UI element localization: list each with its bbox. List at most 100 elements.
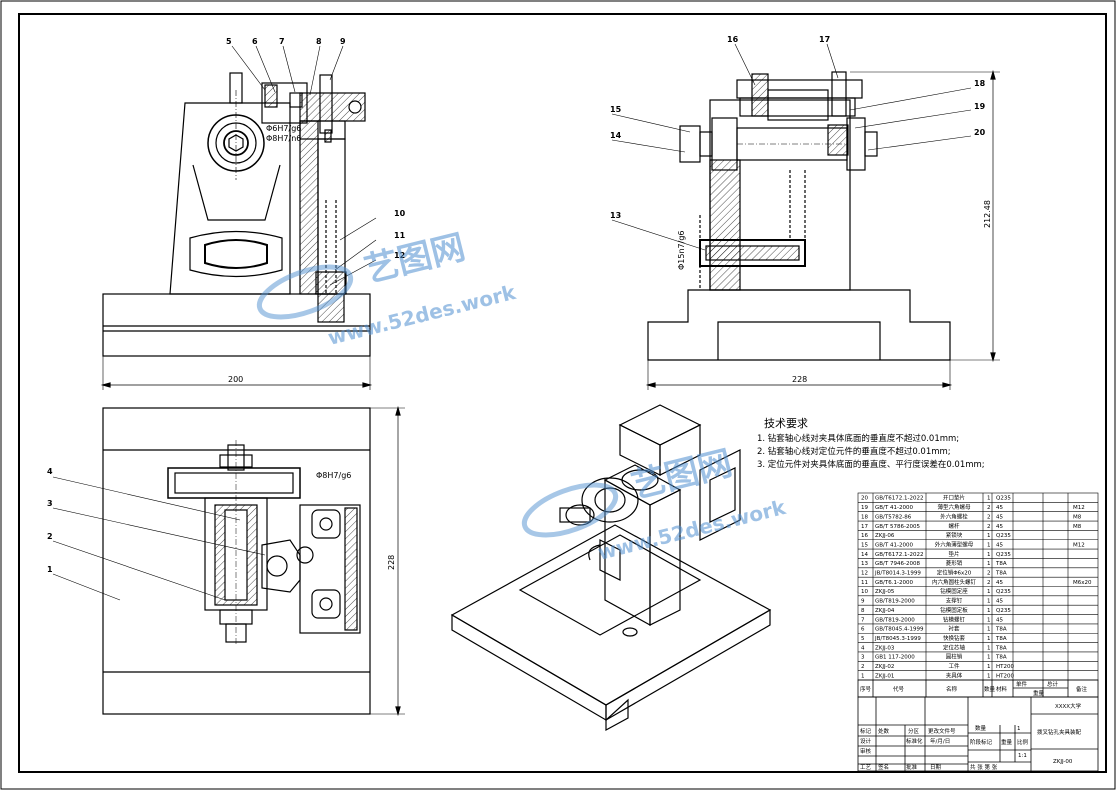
- bom-header-no: 序号: [860, 685, 872, 693]
- bom-cell-code: ZKJJ-06: [875, 533, 895, 539]
- fit-label-front: Φ6H7/g6: [266, 124, 301, 133]
- tech-req-item-1: 1. 钻套轴心线对夹具体底面的垂直度不超过0.01mm;: [757, 433, 959, 444]
- bom-cell-qty: 1: [987, 664, 991, 670]
- tb-mark-label: 阶段标记: [970, 738, 993, 746]
- bom-cell-material: Q235: [996, 496, 1011, 502]
- part-label-9: 9: [340, 37, 346, 46]
- part-label-1: 1: [47, 565, 53, 574]
- tb-ymd: 年/月/日: [930, 737, 950, 745]
- part-label-20: 20: [974, 128, 986, 137]
- tb-weight-label: 重量: [1001, 738, 1013, 746]
- bom-cell-qty: 1: [987, 645, 991, 651]
- tb-sheet: 共 张 第 张: [970, 763, 998, 771]
- bom-cell-material: T8A: [995, 571, 1007, 577]
- bom-cell-material: T8A: [995, 655, 1007, 661]
- part-label-15: 15: [610, 105, 622, 114]
- bom-cell-name: 外六角螺栓: [940, 512, 968, 520]
- bom-cell-name: 垫片: [948, 550, 959, 558]
- watermark-2: 艺图网 www.52des.work: [521, 443, 789, 565]
- bom-cell-qty: 1: [987, 589, 991, 595]
- part-label-10: 10: [394, 209, 406, 218]
- bom-cell-no: 19: [861, 505, 868, 511]
- bom-cell-material: 45: [996, 617, 1003, 623]
- bom-cell-name: 紧锁块: [946, 531, 963, 539]
- bom-cell-code: ZKJJ-04: [875, 608, 895, 614]
- bom-cell-qty: 1: [987, 655, 991, 661]
- bom-cell-material: Q235: [996, 608, 1011, 614]
- svg-text:艺图网: 艺图网: [361, 227, 470, 290]
- bom-cell-code: GB/T6.1-2000: [875, 580, 913, 586]
- bom-cell-material: 45: [996, 542, 1003, 548]
- bom-cell-qty: 1: [987, 599, 991, 605]
- bom-cell-code: GB/T 5786-2005: [875, 524, 920, 530]
- bom-cell-qty: 2: [987, 580, 991, 586]
- bom-header-note: 备注: [1076, 685, 1088, 693]
- dim-side-width: 228: [792, 375, 807, 384]
- part-label-6: 6: [252, 37, 258, 46]
- bom-cell-code: ZKJJ-05: [875, 589, 895, 595]
- bom-cell-no: 7: [861, 617, 865, 623]
- tb-qty-label: 数量: [975, 724, 987, 732]
- bom-cell-qty: 1: [987, 496, 991, 502]
- bom-cell-material: 45: [996, 599, 1003, 605]
- bom-header-mat: 材料: [996, 685, 1008, 693]
- bom-cell-name: 螺杆: [948, 522, 960, 530]
- part-label-7: 7: [279, 37, 285, 46]
- bom-cell-code: GB/T819-2000: [875, 599, 915, 605]
- tb-process: 工艺: [860, 764, 872, 771]
- bom-cell-no: 11: [861, 580, 868, 586]
- bom-cell-code: GB/T6172.1-2022: [875, 496, 923, 502]
- bom-cell-material: Q235: [996, 533, 1011, 539]
- bom-header-weight: 重量: [1033, 689, 1045, 697]
- tb-sign: 签名: [878, 763, 889, 771]
- bom-cell-material: Q235: [996, 589, 1011, 595]
- part-label-17: 17: [819, 35, 830, 44]
- tb-designer: 设计: [860, 737, 872, 745]
- front-view: [100, 72, 373, 390]
- tb-date: 日期: [930, 764, 942, 771]
- bom-cell-note: M6x20: [1073, 580, 1092, 586]
- bom-cell-no: 10: [861, 589, 868, 595]
- bom-cell-qty: 1: [987, 561, 991, 567]
- part-label-3: 3: [47, 499, 53, 508]
- tb-drawing-no: ZKJJ-00: [1053, 759, 1073, 765]
- bom-cell-code: ZKJJ-01: [875, 673, 894, 679]
- part-label-2: 2: [47, 532, 53, 541]
- bom-header-code: 代号: [893, 685, 905, 693]
- bom-cell-no: 14: [861, 552, 868, 558]
- bom-cell-code: GB/T 41-2000: [875, 505, 913, 511]
- bom-cell-material: 45: [996, 580, 1003, 586]
- svg-text:艺图网: 艺图网: [628, 443, 737, 506]
- tb-count-col: 处数: [878, 727, 890, 735]
- bom-cell-no: 2: [861, 664, 865, 670]
- inner-frame: [18, 13, 1107, 773]
- tech-req-item-2: 2. 钻套轴心线对定位元件的垂直度不超过0.01mm;: [757, 446, 951, 457]
- bom-cell-material: T8A: [995, 627, 1007, 633]
- bom-cell-name: 钻模固定座: [940, 587, 968, 595]
- bom-cell-qty: 1: [987, 533, 991, 539]
- tech-req-title: 技术要求: [764, 417, 808, 430]
- bom-cell-no: 17: [861, 524, 868, 530]
- tb-qty: 1: [1017, 726, 1021, 732]
- svg-text:www.52des.work: www.52des.work: [325, 280, 518, 350]
- bom-cell-code: ZKJJ-03: [875, 645, 895, 651]
- top-leaders: [52, 476, 266, 601]
- fit-label-side: Φ15n7/g6: [677, 231, 686, 271]
- part-label-4: 4: [47, 467, 53, 476]
- fit-label-top: Φ8H7/g6: [316, 471, 351, 480]
- bom-header-total: 总计: [1047, 680, 1059, 688]
- bom-cell-qty: 1: [987, 608, 991, 614]
- tb-approve: 批准: [906, 763, 918, 771]
- bom-cell-name: 圆柱销: [946, 653, 963, 661]
- fit-label-front2: Φ8H7/n6: [266, 134, 301, 143]
- bom-cell-name: 钻模螺钉: [943, 615, 966, 623]
- dim-front-width: 200: [228, 375, 243, 384]
- bom-cell-material: HT200: [996, 664, 1014, 670]
- bom-cell-qty: 1: [987, 673, 991, 679]
- bom-cell-material: T8A: [995, 561, 1007, 567]
- bom-cell-no: 8: [861, 608, 865, 614]
- bom-header-unit: 单件: [1016, 680, 1028, 688]
